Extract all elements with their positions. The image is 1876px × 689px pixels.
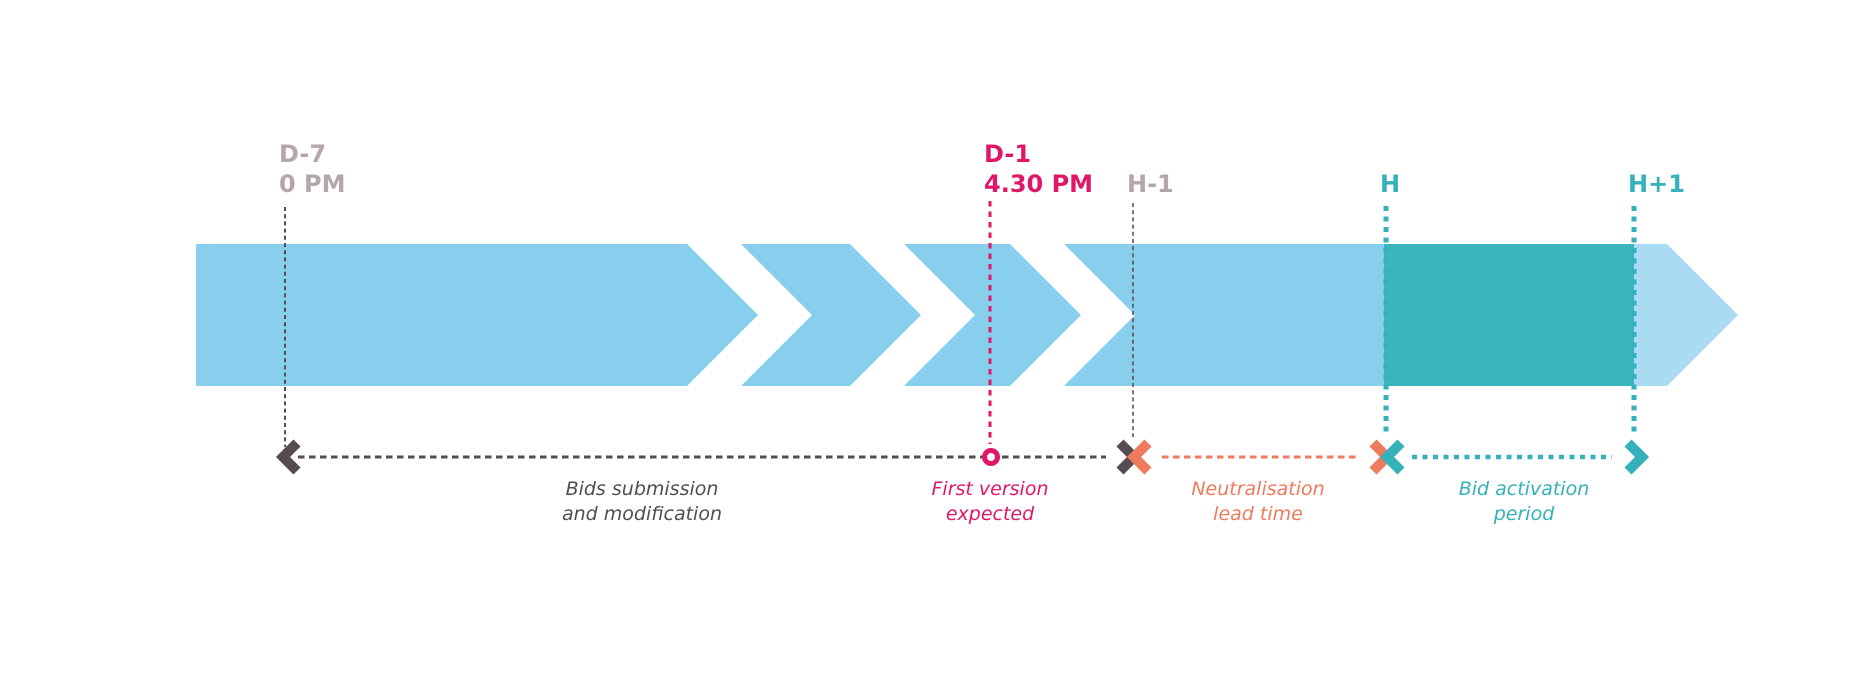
milestone-d7-day: D-7 [279,140,327,168]
period-neutralisation-line2: lead time [1213,503,1303,525]
milestone-label-h1: H-1 [1127,169,1174,199]
timeline-bar-segment-3 [904,244,1081,386]
milestone-label-d1: D-1 4.30 PM [984,139,1093,199]
period-bids-line2: and modification [561,503,722,525]
timeline-bar-segment-2 [741,244,921,386]
period-label-first-version: First version expected [850,477,1130,527]
first-version-ring-icon [982,448,1000,466]
activation-end-chevron-icon [1624,439,1650,475]
milestone-d7-time: 0 PM [279,170,346,198]
timeline-arrowhead [1634,244,1738,386]
milestone-h1-day: H-1 [1127,170,1174,198]
milestone-d1-time: 4.30 PM [984,170,1094,198]
period-label-bid-activation: Bid activation period [1384,477,1664,527]
timeline-bar-segment-1 [196,244,758,386]
milestone-h-day: H [1380,170,1401,198]
period-label-bids: Bids submission and modification [502,477,782,527]
period-bids-line1: Bids submission [565,478,719,500]
milestone-d1-day: D-1 [984,140,1032,168]
milestone-hplus1-day: H+1 [1628,170,1685,198]
period-first-version-line1: First version [931,478,1049,500]
period-neutralisation-line1: Neutralisation [1191,478,1325,500]
period-bid-activation-line2: period [1493,503,1555,525]
activation-highlight-block [1384,244,1634,386]
milestone-label-hplus1: H+1 [1628,169,1685,199]
period-start-chevron-icon [275,439,301,475]
period-bid-activation-line1: Bid activation [1458,478,1590,500]
neutralisation-start-chevron-icon [1126,439,1152,475]
period-label-neutralisation: Neutralisation lead time [1118,477,1398,527]
activation-start-chevron-icon [1379,439,1405,475]
milestone-label-h: H [1380,169,1400,199]
milestone-label-d7: D-7 0 PM [279,139,346,199]
period-first-version-line2: expected [945,503,1035,525]
